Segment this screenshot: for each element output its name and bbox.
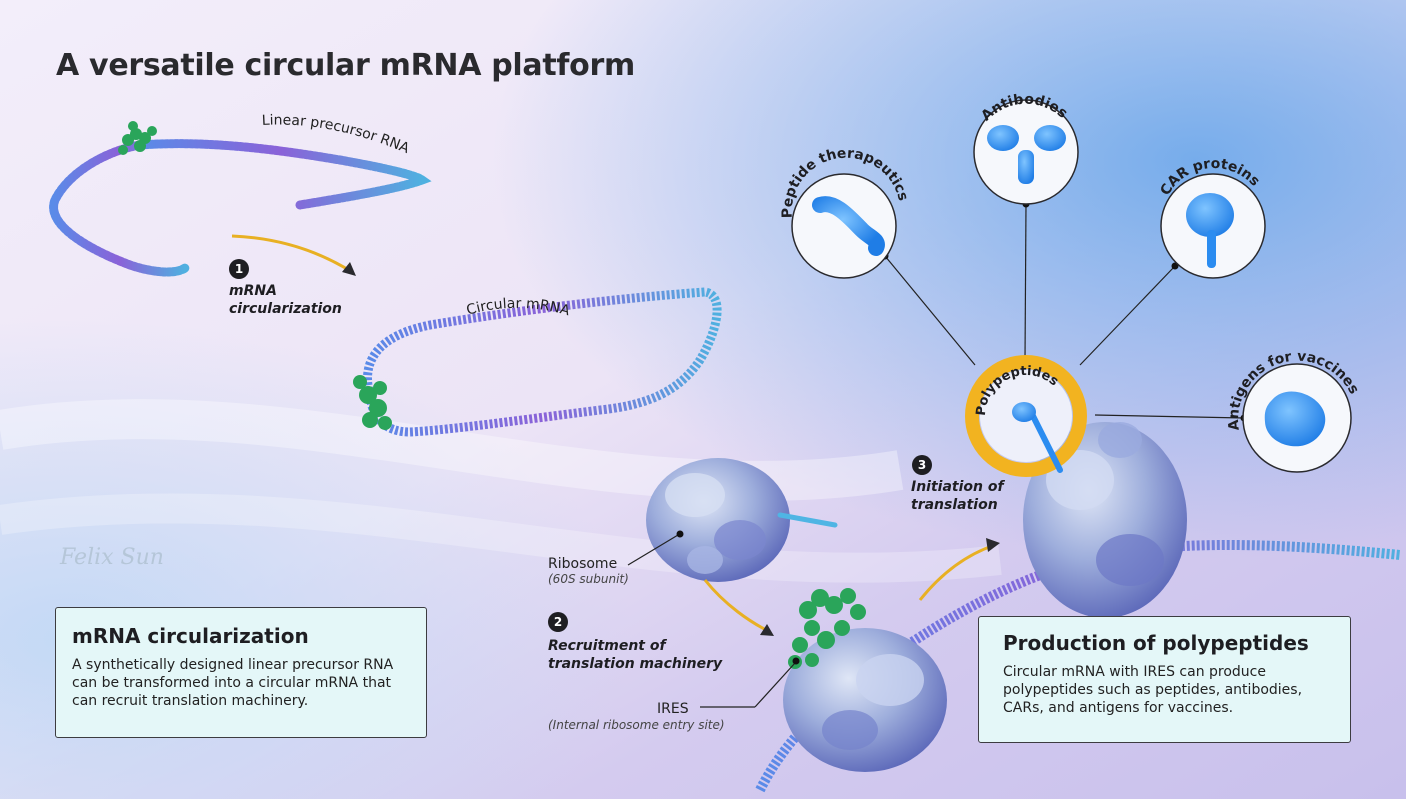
ires-green-cluster-linear [118, 121, 157, 155]
step-1-line2: circularization [229, 301, 342, 317]
card-left-heading: mRNA circularization [72, 624, 309, 648]
product-antigens [1242, 363, 1352, 473]
ribosome-label: Ribosome [548, 556, 618, 572]
card-right-line-3: CARs, and antigens for vaccines. [1003, 700, 1234, 716]
step-2-line2: translation machinery [548, 656, 723, 672]
page-title: A versatile circular mRNA platform [56, 48, 635, 83]
ribosome-sub-label: (60S subunit) [548, 572, 629, 586]
ires-green-cluster-circular [353, 375, 392, 430]
card-production-of-polypeptides: Production of polypeptides Circular mRNA… [978, 616, 1351, 743]
arrow-step-2 [703, 579, 771, 634]
product-antibodies [973, 99, 1079, 205]
card-left-body: A synthetically designed linear precurso… [72, 656, 412, 710]
step-3-text: Initiation of translation [911, 478, 1004, 514]
ires-ribosome-complex [783, 588, 947, 772]
circular-mrna-label: Circular mRNA [465, 296, 572, 320]
step-3-line2: translation [911, 497, 998, 513]
polypeptides-ring [965, 355, 1087, 477]
card-left-line-3: can recruit translation machinery. [72, 693, 309, 709]
translating-ribosome [1023, 422, 1187, 618]
step-2-badge: 2 [548, 612, 568, 632]
step-3-line1: Initiation of [911, 479, 1004, 495]
card-right-line-2: polypeptides such as peptides, antibodie… [1003, 682, 1303, 698]
ribosome-pointer-line [627, 534, 679, 566]
step-2-line1: Recruitment of [548, 638, 666, 654]
product-car-proteins [1160, 173, 1266, 279]
step-1-line1: mRNA [229, 283, 277, 299]
circular-mrna [353, 287, 722, 437]
step-1-text: mRNA circularization [229, 282, 342, 318]
card-left-line-2: can be transformed into a circular mRNA … [72, 675, 392, 691]
card-right-body: Circular mRNA with IRES can produce poly… [1003, 663, 1336, 717]
card-left-line-1: A synthetically designed linear precurso… [72, 657, 394, 673]
step-2-text: Recruitment of translation machinery [548, 637, 722, 673]
step-3-badge: 3 [912, 455, 932, 475]
step-1-badge: 1 [229, 259, 249, 279]
card-right-line-1: Circular mRNA with IRES can produce [1003, 664, 1266, 680]
card-mrna-circularization: mRNA circularization A synthetically des… [55, 607, 427, 738]
arrow-step-3 [918, 543, 996, 601]
signature: Felix Sun [60, 545, 164, 570]
ribosome-60s [646, 458, 838, 582]
ires-label: IRES [657, 701, 689, 717]
product-connector-lines [884, 203, 1245, 419]
arrow-step-1 [231, 234, 353, 274]
card-right-heading: Production of polypeptides [1003, 631, 1309, 655]
ires-sub-label: (Internal ribosome entry site) [548, 718, 725, 732]
product-peptide-therapeutics [791, 173, 897, 279]
linear-precursor-rna [49, 121, 432, 277]
